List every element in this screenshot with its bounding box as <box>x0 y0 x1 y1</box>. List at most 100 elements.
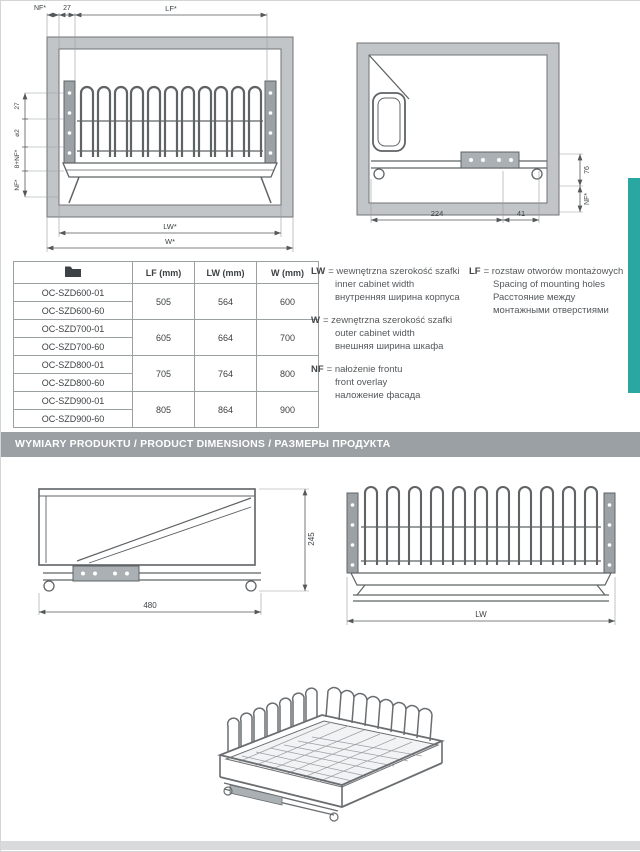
legend-text: наложение фасада <box>335 390 421 401</box>
w-value: 700 <box>256 319 319 356</box>
dimension-lines: 480 245 <box>38 488 316 615</box>
legend-text: outer cabinet width <box>335 328 415 339</box>
dim-label-left-4: NF* <box>14 179 21 191</box>
dim-label-w: W* <box>165 237 175 246</box>
lf-value: 805 <box>132 391 195 428</box>
product-side-view-drawing: 480 245 <box>38 488 316 615</box>
dimension-lines: LW <box>346 577 616 625</box>
product-side-profile <box>38 488 261 592</box>
front-view-in-cabinet-drawing: NF* 27 LF* LW* W* 27 ⌀2 8+NF* NF* <box>14 4 294 252</box>
dish-rack-front-standalone <box>346 485 616 602</box>
legend-text: = nałożenie frontu <box>326 364 403 375</box>
dim-label-224: 224 <box>431 209 444 218</box>
section-banner: WYMIARY PRODUKTU / PRODUCT DIMENSIONS / … <box>1 432 640 457</box>
table-row: OC-SZD900-60 <box>13 409 319 428</box>
lw-value: 764 <box>194 355 257 392</box>
legend-text: внутренняя ширина корпуса <box>335 292 460 303</box>
legend-item-lw: LW= wewnętrzna szerokość szafki inner ca… <box>311 265 469 304</box>
dim-label-41: 41 <box>517 209 525 218</box>
product-code: OC-SZD700-60 <box>13 337 133 356</box>
product-code: OC-SZD800-60 <box>13 373 133 392</box>
table-header-row: LF (mm) LW (mm) W (mm) <box>13 261 319 284</box>
plate-loops <box>363 485 599 565</box>
legend-text: front overlay <box>335 377 388 388</box>
dish-rack-front <box>62 80 278 204</box>
wheel <box>245 580 257 592</box>
plate-loops-3d-back <box>325 686 433 742</box>
dim-label-lf: LF* <box>165 4 177 13</box>
legs <box>356 584 606 596</box>
legend-abbr-lf: LF <box>469 266 481 277</box>
w-value: 900 <box>256 391 319 428</box>
table-row: OC-SZD800-01 705 764 800 <box>13 355 319 392</box>
mounting-bracket <box>460 151 520 169</box>
legend-right-column: LF= rozstaw otworów montażowych Spacing … <box>469 265 631 327</box>
basket-3d <box>217 686 445 822</box>
drip-tray <box>350 572 612 586</box>
lw-value: 664 <box>194 319 257 356</box>
table-header-lw: LW (mm) <box>194 261 257 284</box>
lf-value: 705 <box>132 355 195 392</box>
legend-abbr-w: W <box>311 315 320 326</box>
lw-value: 864 <box>194 391 257 428</box>
mounting-bracket <box>229 784 283 806</box>
table-row: OC-SZD600-01 505 564 600 <box>13 283 319 320</box>
dimensions-table: LF (mm) LW (mm) W (mm) OC-SZD600-01 505 … <box>13 261 319 428</box>
w-value: 600 <box>256 283 319 320</box>
dim-label-left-2: ⌀2 <box>14 129 21 137</box>
dimension-lines: NF* 27 LF* LW* W* 27 ⌀2 8+NF* NF* <box>14 4 294 252</box>
wheel <box>43 580 55 592</box>
legend-text: Spacing of mounting holes <box>493 279 605 290</box>
legend-item-lf: LF= rozstaw otworów montażowych Spacing … <box>469 265 631 317</box>
banner-title: WYMIARY PRODUKTU / PRODUCT DIMENSIONS / … <box>15 438 391 450</box>
table-row: OC-SZD700-01 605 664 700 <box>13 319 319 356</box>
legend-abbr-nf: NF <box>311 364 324 375</box>
dim-label-76: 76 <box>584 166 591 174</box>
legend-item-w: W= zewnętrzna szerokość szafki outer cab… <box>311 314 469 353</box>
dim-label-480: 480 <box>143 601 157 610</box>
wheel <box>531 168 543 180</box>
legend-abbr-lw: LW <box>311 266 326 277</box>
folder-icon <box>65 266 81 277</box>
lf-value: 505 <box>132 283 195 320</box>
legend-left-column: LW= wewnętrzna szerokość szafki inner ca… <box>311 265 469 412</box>
legend-text: = wewnętrzna szerokość szafki <box>328 266 460 277</box>
legend-text: = zewnętrzna szerokość szafki <box>322 315 453 326</box>
dim-label-27: 27 <box>63 5 71 12</box>
plate-loops <box>79 85 263 157</box>
legs <box>68 176 272 204</box>
legend-item-nf: NF= nałożenie frontu front overlay налож… <box>311 363 469 402</box>
wheel <box>373 168 385 180</box>
table-row: OC-SZD700-60 <box>13 337 319 356</box>
dim-label-left-3: 8+NF* <box>14 149 21 168</box>
product-3d-view-drawing <box>217 686 445 822</box>
plate-loops-3d-left <box>226 687 318 751</box>
footer-bar <box>1 841 640 850</box>
w-value: 800 <box>256 355 319 392</box>
dim-label-lw: LW* <box>163 222 177 231</box>
legend-text: монтажными отверстиями <box>493 305 609 316</box>
dim-label-nf-side: NF* <box>584 193 591 205</box>
dim-label-lw-bottom: LW <box>475 610 487 619</box>
dish-rack-side <box>368 54 547 180</box>
wheel <box>329 812 339 822</box>
product-code: OC-SZD800-01 <box>13 355 133 374</box>
table-header-products <box>13 261 133 284</box>
legend-text: внешняя ширина шкафа <box>335 341 444 352</box>
legend-text: inner cabinet width <box>335 279 415 290</box>
legend-text: Расстояние между <box>493 292 576 303</box>
dim-label-nf: NF* <box>34 5 46 12</box>
product-code: OC-SZD900-01 <box>13 391 133 410</box>
side-view-in-cabinet-drawing: 224 41 76 NF* <box>356 42 591 223</box>
table-header-lf: LF (mm) <box>132 261 195 284</box>
product-code: OC-SZD600-60 <box>13 301 133 320</box>
dim-label-left-1: 27 <box>14 102 21 110</box>
mounting-bracket <box>72 565 140 582</box>
lf-value: 605 <box>132 319 195 356</box>
product-code: OC-SZD600-01 <box>13 283 133 302</box>
wheel <box>223 786 233 796</box>
cabinet-interior <box>368 54 548 204</box>
table-header-w: W (mm) <box>256 261 319 284</box>
product-front-view-drawing: LW <box>346 485 616 625</box>
drip-tray <box>62 162 278 178</box>
